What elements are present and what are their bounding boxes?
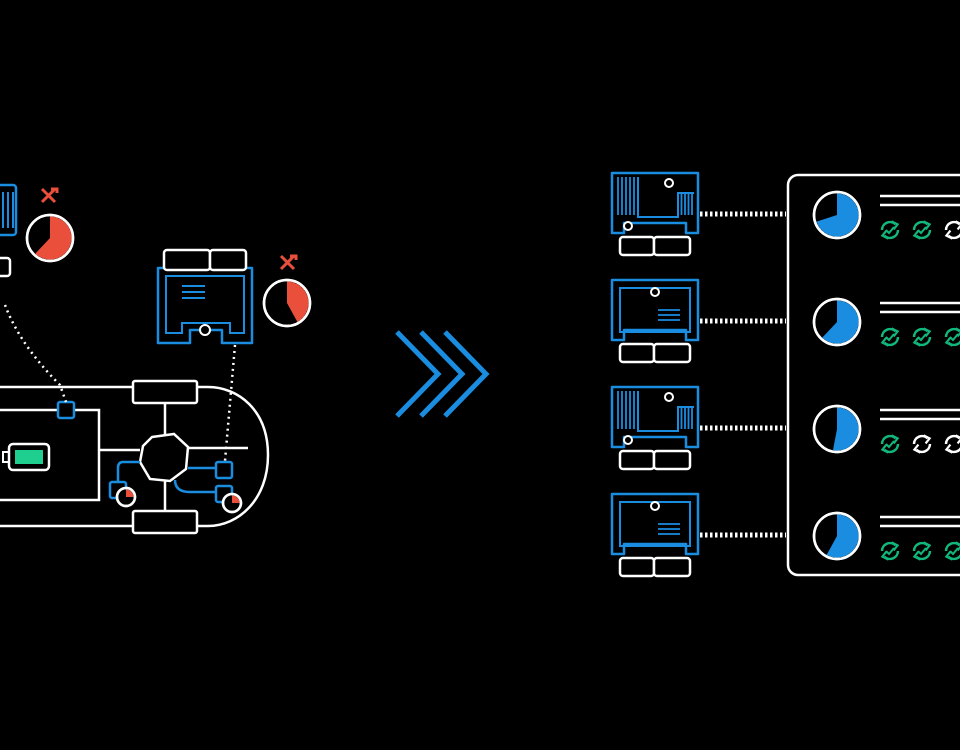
update-info-lines — [880, 515, 960, 528]
ecu-node-right-upper — [214, 460, 234, 480]
ecu-wiring — [116, 460, 216, 494]
vehicle-wiring — [99, 403, 248, 511]
sync-complete-icon — [880, 541, 900, 561]
ecu-node-battery — [56, 400, 76, 420]
sync-complete-icon — [880, 434, 900, 454]
ecu-update-row — [610, 171, 960, 257]
ecu-module-2 — [610, 278, 700, 364]
gauge-fill — [826, 514, 859, 558]
ecu-module-3 — [610, 385, 700, 471]
sync-complete-icon — [912, 541, 932, 561]
ecu-top-right-progress-gauge — [262, 278, 312, 328]
wrench-hammer-icon — [40, 187, 59, 204]
update-dashboard — [610, 171, 960, 578]
sensor-gauge-left — [115, 486, 137, 508]
ecu-module-1 — [610, 171, 700, 257]
ecu-update-rows — [610, 171, 960, 578]
gauge-fill — [822, 300, 859, 344]
sync-pending-icon — [912, 434, 932, 454]
dashboard-panel — [786, 173, 960, 577]
gauge-fill — [287, 281, 309, 322]
battery-icon — [2, 442, 51, 472]
front-axle — [131, 379, 199, 405]
update-progress-gauge — [812, 404, 862, 454]
sync-complete-icon — [880, 220, 900, 240]
gauge-fill — [816, 193, 859, 237]
ecu-update-row — [610, 492, 960, 578]
update-progress-gauge — [812, 297, 862, 347]
ecu-update-row — [610, 278, 960, 364]
ecu-module-4 — [610, 492, 700, 578]
rear-axle — [131, 509, 199, 535]
sync-complete-icon — [944, 327, 960, 347]
sync-complete-icon — [880, 327, 900, 347]
gauge-fill — [126, 489, 134, 497]
ecu-update-row — [610, 385, 960, 471]
motor-icon — [138, 432, 190, 483]
ecu-top-left-progress-gauge — [25, 213, 75, 263]
gauge-fill — [232, 495, 240, 503]
wrench-hammer-icon — [279, 254, 298, 271]
update-progress-gauge — [812, 190, 862, 240]
update-info-lines — [880, 301, 960, 314]
update-progress-gauge — [812, 511, 862, 561]
gauge-fill — [35, 216, 72, 260]
gauge-fill — [832, 407, 859, 451]
ecu-top-left — [0, 183, 18, 278]
sync-complete-icon — [944, 541, 960, 561]
sync-pending-icon — [944, 434, 960, 454]
sync-complete-icon — [912, 220, 932, 240]
battery-compartment — [0, 408, 101, 502]
sensor-gauge-right — [221, 492, 243, 514]
sync-pending-icon — [944, 220, 960, 240]
sync-complete-icon — [912, 327, 932, 347]
vehicle-chassis-outline — [0, 385, 270, 528]
update-info-lines — [880, 194, 960, 207]
triple-chevron-right-icon — [395, 330, 490, 418]
update-info-lines — [880, 408, 960, 421]
ecu-top-right — [156, 248, 254, 345]
dotted-links — [3, 304, 237, 462]
vehicle-panel — [0, 183, 312, 535]
